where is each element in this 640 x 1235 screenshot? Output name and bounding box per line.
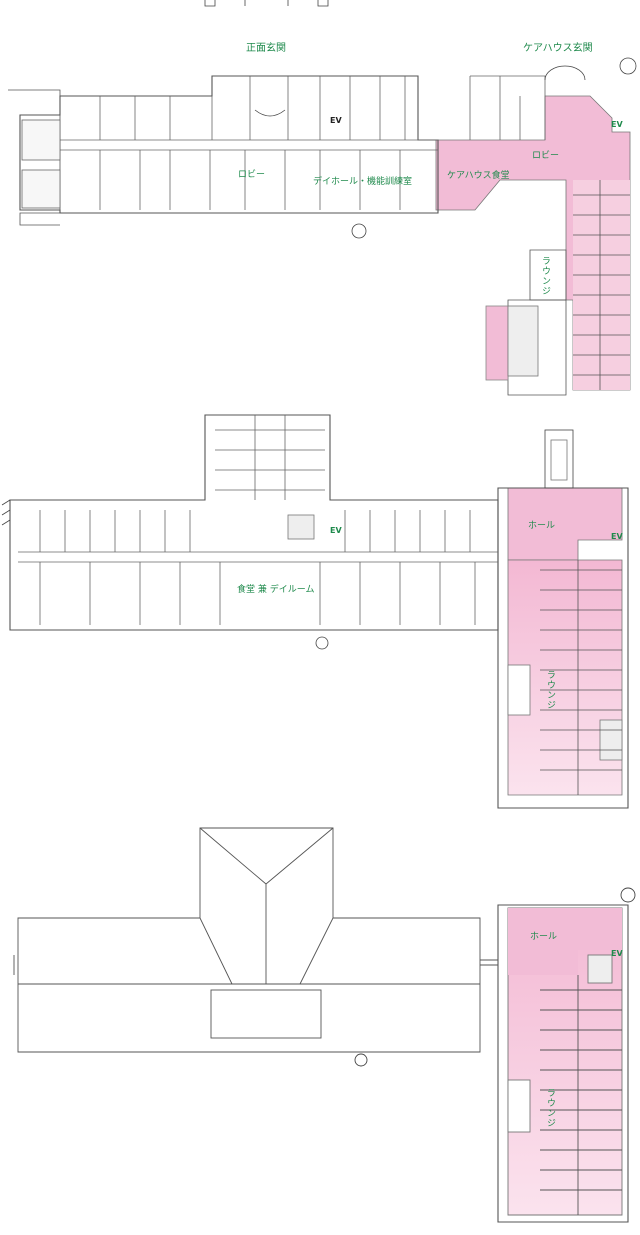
label-lounge-f3: ラウンジ [545,1088,555,1128]
floor-2-hall-area [507,487,623,561]
label-ev-f1-right: EV [611,120,623,129]
label-carehouse-dining: ケアハウス食堂 [447,171,510,181]
label-hall-f3: ホール [530,932,558,942]
floor-3-roof-skylight [210,989,322,1039]
floor-1-partitions [99,75,546,210]
label-ev-f3-right: EV [611,949,623,958]
floor-2-plan [1,414,629,809]
floor-2-compass [315,636,329,650]
floor-2-tower [544,429,574,489]
floor-1-curve-hall [254,109,286,117]
floor-2-left-stair [1,499,11,526]
floor-2-stair-center [287,514,315,540]
floor-3-white-block [507,1079,531,1133]
label-ev-f2-center: EV [330,526,342,535]
label-dining-dayroom: 食堂 兼 デイルーム [237,585,315,595]
floor-1-stair-block [507,305,539,377]
label-ev-f1-center: EV [330,116,342,125]
floor-1-left-room-b [21,169,61,209]
floor-2-north-rooms [215,415,325,500]
floor-3-roof-edge [13,955,498,975]
label-carehouse-entrance: ケアハウス玄関 [523,43,593,54]
label-main-entrance: 正面玄関 [246,43,286,54]
floor-3-hall-area [508,908,622,975]
label-lounge-f2: ラウンジ [545,670,555,710]
floor-1-entrance-canopy [544,65,586,81]
floor-1-corridor-tint [573,180,630,390]
floor-1-compass-right [619,57,637,75]
floor-1-plan [8,0,637,396]
floor-2-room-partitions [39,510,476,625]
floor-2-stair-right [599,719,623,761]
floor-2-white-block [507,664,531,716]
label-lobby-right: ロビー [532,151,560,161]
floor-1-left-room-a [21,119,61,161]
label-hall-f2: ホール [528,521,556,531]
label-ev-f2-right: EV [611,532,623,541]
floor-1-left-block [8,89,61,226]
floor-3-compass [354,1053,368,1067]
floor-2-right-outline [497,487,629,809]
label-lounge-f1: ラウンジ [540,256,550,296]
floor-2-right-rooms [540,560,622,795]
floor-1-compass-bottom [351,223,367,239]
label-lobby-left: ロビー [238,170,266,180]
floor-3-right-rooms [540,975,622,1215]
floor-1-top-marks [204,0,329,7]
floor-2-tower-inner [550,439,568,481]
floor-3-compass-right [620,887,636,903]
floor-2-right-wing-area [507,559,623,796]
floor-2-main-outline [9,414,499,631]
floor-3-plan [13,827,636,1223]
floor-3-roof-hip [199,827,334,985]
floor-1-terrace [485,305,509,381]
floor-3-stair [587,954,613,984]
floor-1-main-outline [19,75,439,214]
label-dayhall: デイホール・機能訓練室 [313,177,413,187]
floor-3-roof-outline [17,827,481,1053]
floor-3-right-outline [497,904,629,1223]
